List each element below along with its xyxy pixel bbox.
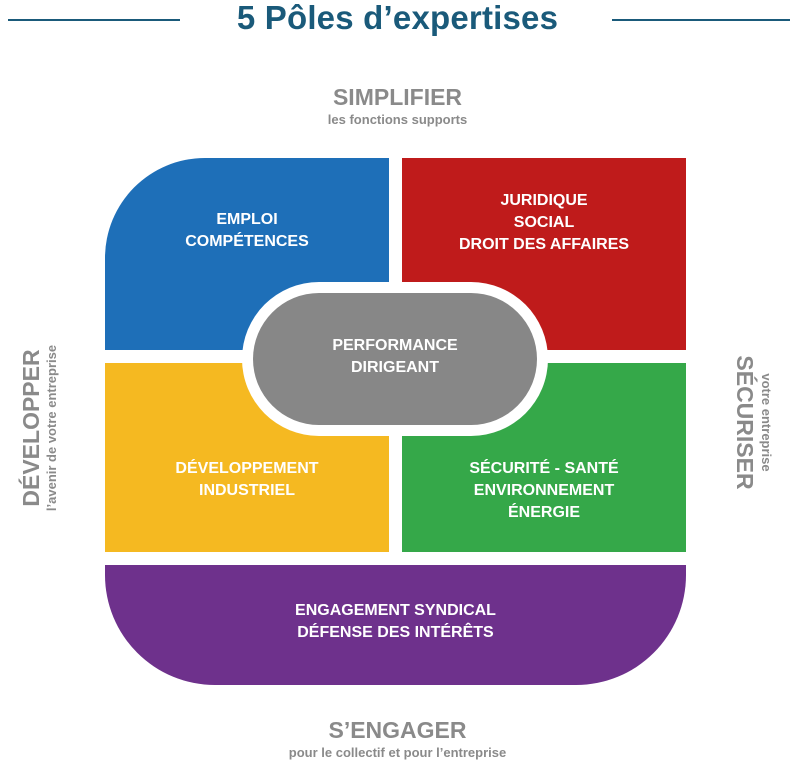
center-line-1: PERFORMANCE: [332, 337, 458, 354]
axis-left-label: DÉVELOPPER l’avenir de votre entreprise: [18, 318, 60, 538]
axis-bottom-label: S’ENGAGER pour le collectif et pour l’en…: [0, 717, 795, 760]
axis-left-subtitle: l’avenir de votre entreprise: [44, 344, 59, 512]
axis-bottom-title: S’ENGAGER: [328, 717, 467, 743]
block-yellow-line-1: DÉVELOPPEMENT: [175, 460, 319, 477]
block-engagement-syndical: ENGAGEMENT SYNDICAL DÉFENSE DES INTÉRÊTS: [105, 565, 686, 685]
block-green-line-2: ENVIRONNEMENT: [473, 482, 615, 499]
block-blue-line-2: COMPÉTENCES: [185, 233, 309, 250]
page-title: 5 Pôles d’expertises: [236, 0, 559, 36]
block-yellow-line-2: INDUSTRIEL: [199, 482, 295, 499]
title-rule-left: [8, 19, 180, 21]
block-red-line-1: JURIDIQUE: [500, 192, 588, 209]
block-purple-line-1: ENGAGEMENT SYNDICAL: [295, 602, 496, 619]
axis-right-label: votre entreprise SÉCURISER: [732, 340, 774, 505]
title-rule-right: [612, 19, 790, 21]
axis-bottom-subtitle: pour le collectif et pour l’entreprise: [288, 745, 507, 760]
block-blue-line-1: EMPLOI: [216, 211, 278, 228]
axis-right-title: SÉCURISER: [732, 355, 758, 490]
block-green-line-3: ÉNERGIE: [507, 504, 580, 521]
block-red-line-3: DROIT DES AFFAIRES: [458, 236, 630, 253]
axis-top-subtitle: les fonctions supports: [327, 112, 468, 127]
axis-right-subtitle: votre entreprise: [759, 373, 774, 472]
axis-top-label: SIMPLIFIER les fonctions supports: [0, 84, 795, 127]
block-purple-line-2: DÉFENSE DES INTÉRÊTS: [297, 624, 494, 641]
block-developpement-industriel: DÉVELOPPEMENT INDUSTRIEL: [105, 363, 389, 552]
axis-left-title: DÉVELOPPER: [18, 349, 44, 507]
axis-top-title: SIMPLIFIER: [332, 84, 463, 110]
block-green-line-1: SÉCURITÉ - SANTÉ: [469, 460, 619, 477]
center-line-2: DIRIGEANT: [351, 359, 439, 376]
header: 5 Pôles d’expertises: [0, 0, 795, 40]
block-red-line-2: SOCIAL: [513, 214, 575, 231]
center-performance-dirigeant: PERFORMANCE DIRIGEANT: [253, 293, 537, 425]
